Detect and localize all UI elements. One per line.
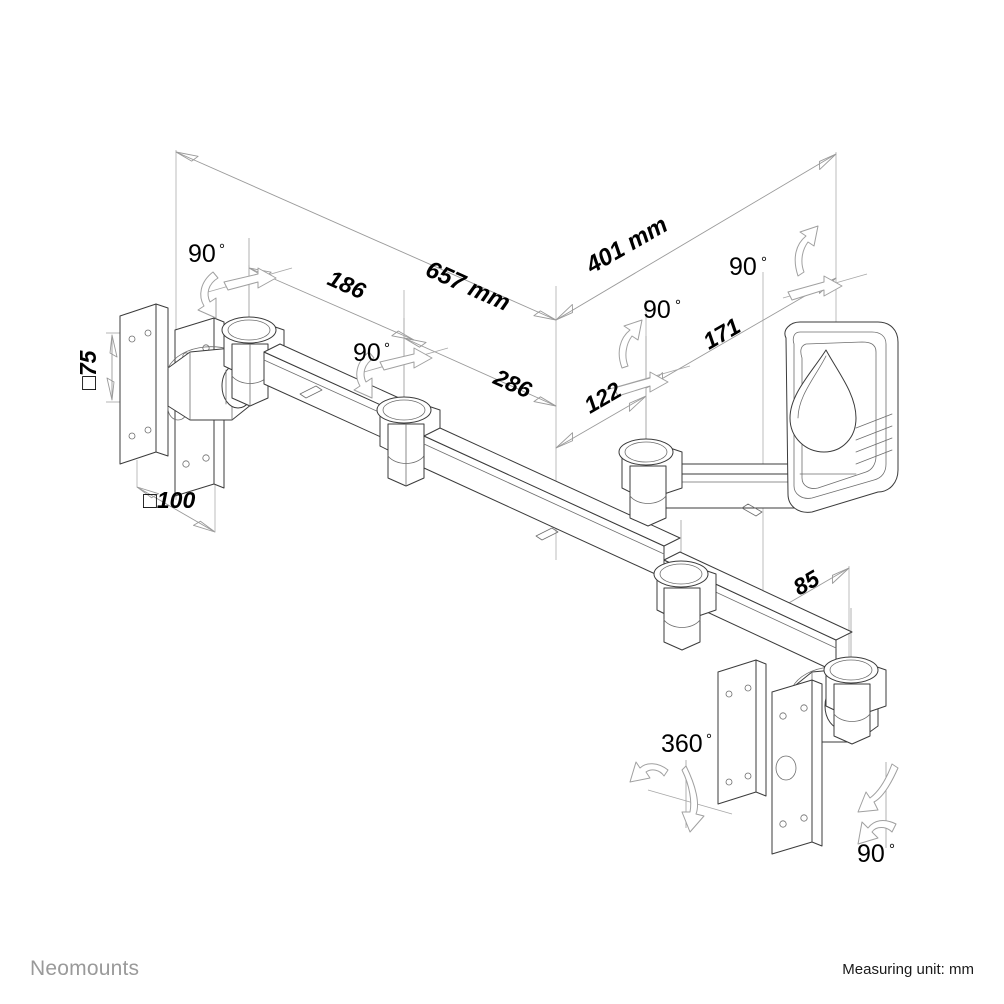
- degree-icon: °: [384, 340, 390, 357]
- rotation-arrow-360: [629, 761, 705, 833]
- rotation-arrow-wall-joint: [787, 225, 843, 301]
- degree-icon: °: [761, 254, 767, 271]
- angle-label-360: 360 °: [661, 730, 712, 758]
- brand-label: Neomounts: [30, 957, 140, 980]
- right-vesa-backplate: [717, 659, 767, 805]
- rotation-arrow-right-head: [857, 763, 899, 845]
- angle-value-left-head: 90: [188, 240, 216, 268]
- dimension-label-100: □100: [143, 487, 195, 513]
- dimension-label-186: 186: [324, 265, 370, 304]
- angle-label-wall-joint: 90 °: [729, 253, 767, 281]
- angle-label-left-head: 90 °: [188, 240, 225, 268]
- dimension-label-85: 85: [789, 564, 825, 600]
- angle-label-right-head: 90 °: [857, 840, 895, 868]
- rotation-arrow-left-head: [197, 267, 277, 319]
- angle-value-wall-joint: 90: [729, 253, 757, 281]
- mount-assembly-geometry: [119, 303, 899, 855]
- measuring-unit-note: Measuring unit: mm: [842, 961, 974, 978]
- right-vesa-frontplate: [771, 679, 823, 855]
- dimension-label-657: 657 mm: [422, 256, 515, 317]
- dimension-label-286: 286: [489, 363, 536, 403]
- angle-value-mid-joint: 90: [353, 339, 381, 367]
- degree-icon: °: [889, 841, 895, 858]
- angle-labels: 90 ° 90 ° 90 ° 90 ° 360 ° 90 °: [188, 240, 895, 868]
- angle-value-right-head: 90: [857, 840, 885, 868]
- angle-label-mid-joint: 90 °: [353, 339, 390, 367]
- wall-plate: [784, 321, 899, 513]
- bottom-rotation-cylinder: [823, 656, 887, 745]
- right-rotation-cylinder: [618, 438, 683, 527]
- dimension-label-75: □75: [75, 349, 101, 390]
- left-vesa-backplate: [119, 303, 169, 465]
- dimension-label-171: 171: [699, 313, 745, 355]
- dimension-label-401: 401 mm: [581, 211, 673, 280]
- rotation-arrow-mid-joint: [353, 347, 433, 399]
- bracket-rotation-cylinder: [653, 560, 717, 651]
- degree-icon: °: [219, 241, 225, 258]
- degree-icon: °: [706, 731, 712, 748]
- angle-value-360: 360: [661, 730, 703, 758]
- degree-icon: °: [675, 297, 681, 314]
- rotation-arrow-arm-joint: [613, 319, 669, 397]
- angle-value-arm-joint: 90: [643, 296, 671, 324]
- angle-label-arm-joint: 90 °: [643, 296, 681, 324]
- rotation-symbols: [197, 225, 899, 845]
